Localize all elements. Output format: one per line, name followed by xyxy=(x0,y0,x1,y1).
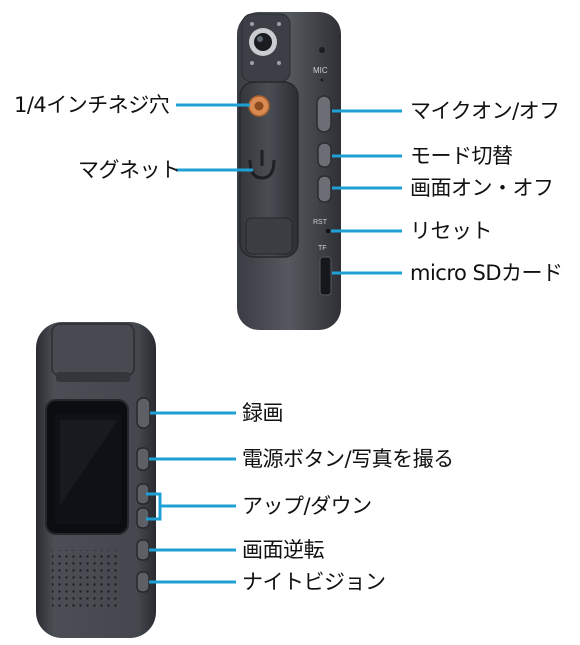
callout-mode-switch: モード切替 xyxy=(410,144,513,168)
screw-icon xyxy=(250,61,254,65)
callout-record: 録画 xyxy=(242,401,284,425)
screw-icon xyxy=(250,22,254,26)
speaker-grille xyxy=(52,550,118,610)
top-leaders xyxy=(176,103,402,275)
tripod-socket-hole-icon xyxy=(254,101,264,111)
callout-reset: リセット xyxy=(410,219,493,243)
callout-magnet: マグネット xyxy=(78,158,181,182)
flip-screen-button[interactable] xyxy=(136,539,150,561)
callout-screen-toggle: 画面オン・オフ xyxy=(410,176,554,200)
clip-tab xyxy=(245,217,293,255)
callout-power-photo: 電源ボタン/写真を撮る xyxy=(242,447,454,471)
screw-icon xyxy=(277,22,281,26)
callout-night-vision: ナイトビジョン xyxy=(242,570,386,594)
power-photo-button[interactable] xyxy=(136,447,150,471)
sd-card-slot[interactable] xyxy=(319,256,332,296)
callout-sd-card: micro SDカード xyxy=(410,261,563,285)
lens-head-front xyxy=(51,323,135,377)
screen-toggle-button[interactable] xyxy=(317,175,332,203)
mic-hole-icon xyxy=(319,47,325,53)
screen-glare xyxy=(60,420,118,505)
top-device: MIC RST TF xyxy=(237,12,341,330)
tf-marking: TF xyxy=(318,245,327,252)
record-switch[interactable] xyxy=(136,397,151,429)
mic-dot-icon xyxy=(320,78,324,82)
mic-marking: MIC xyxy=(313,66,328,75)
mode-switch-button[interactable] xyxy=(317,142,332,168)
callout-flip-screen: 画面逆転 xyxy=(242,538,325,562)
reset-hole[interactable] xyxy=(325,228,331,234)
callout-up-down: アップ/ダウン xyxy=(242,494,372,518)
lens-glare xyxy=(257,36,263,42)
bottom-leaders xyxy=(146,411,236,584)
callout-mic-switch: マイクオン/オフ xyxy=(410,99,560,123)
bottom-device xyxy=(36,322,156,638)
display-panel xyxy=(55,414,121,524)
rst-marking: RST xyxy=(313,219,328,226)
lens-icon xyxy=(254,33,272,51)
mic-switch[interactable] xyxy=(316,95,332,133)
night-vision-button[interactable] xyxy=(136,571,150,593)
screw-icon xyxy=(277,61,281,65)
callout-tripod-hole: 1/4インチネジ穴 xyxy=(14,93,170,117)
lens-hinge xyxy=(56,372,130,382)
